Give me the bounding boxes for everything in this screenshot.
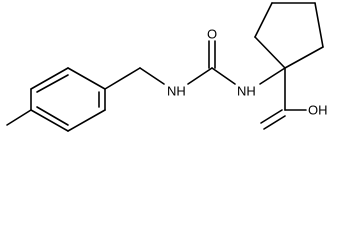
cyclopentane-ring xyxy=(254,2,324,69)
carbonyl-nh-bond xyxy=(211,67,236,85)
ring-bond xyxy=(30,67,69,90)
ring-bond xyxy=(254,2,273,38)
ring-bond xyxy=(314,2,324,48)
carbonyl-oxygen-label: O xyxy=(207,27,217,42)
ch2-nh-bond xyxy=(139,67,165,85)
ring-bond xyxy=(254,36,286,69)
nh-carbonyl-bond xyxy=(187,67,213,85)
benzene-ring xyxy=(30,67,106,132)
urea-nh-left-label: NH xyxy=(167,84,186,99)
ring-double-bond xyxy=(36,106,69,126)
ring-bond xyxy=(67,67,106,90)
carboxylic-acid-oh-label: OH xyxy=(308,103,328,118)
ring-bond xyxy=(284,46,324,69)
ring-double-bond xyxy=(36,74,69,93)
nh-quaternary-bond xyxy=(259,67,286,85)
chemical-structure-diagram: O NH NH OH xyxy=(6,2,328,132)
ring-bond xyxy=(30,109,69,132)
aryl-ch2-bond xyxy=(104,67,141,90)
urea-nh-right-label: NH xyxy=(237,84,256,99)
ring-bond xyxy=(67,109,106,132)
methyl-bond xyxy=(6,109,32,126)
molecule-drawing: O NH NH OH xyxy=(6,2,328,132)
carboxyl-double-bond-b xyxy=(263,115,286,130)
carboxyl-double-bond-a xyxy=(260,109,283,124)
